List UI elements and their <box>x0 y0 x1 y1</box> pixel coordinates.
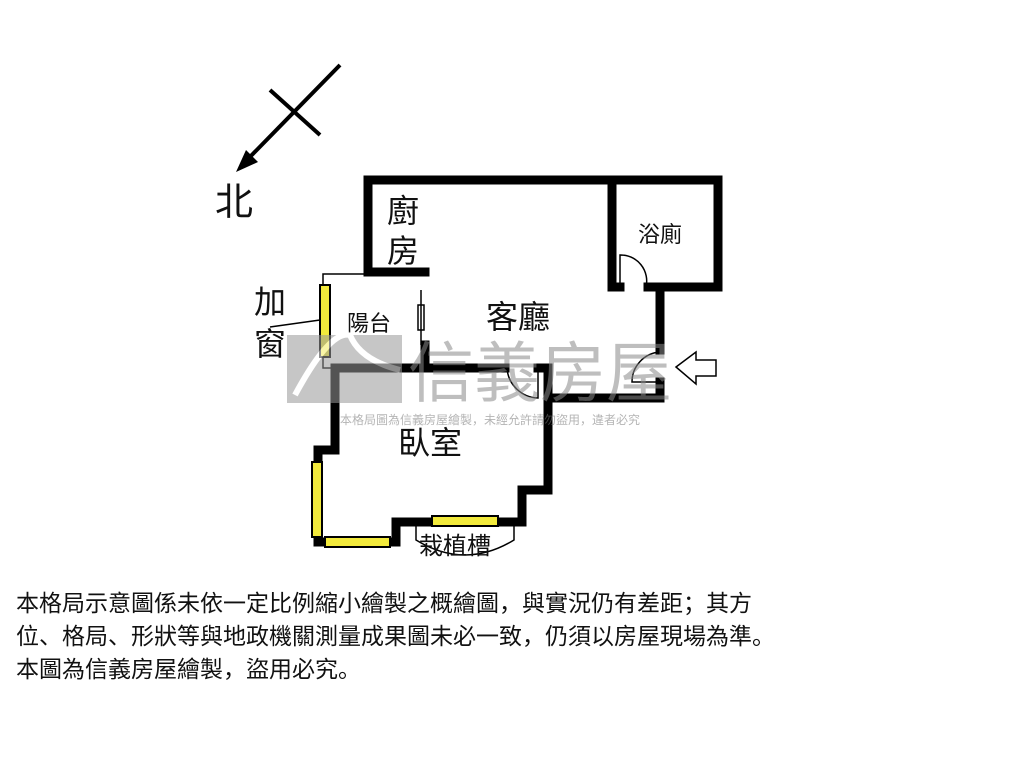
planter-outline <box>415 526 515 556</box>
compass-north-arrow-icon <box>236 63 342 172</box>
planter-label: 栽植槽 <box>419 532 491 560</box>
doors <box>506 254 661 399</box>
watermark-notice: 本格局圖為信義房屋繪製，未經允許請勿盜用，違者必究 <box>340 412 640 427</box>
entrance-arrow-icon <box>674 350 717 386</box>
entrance-door <box>631 351 661 383</box>
disclaimer-line: 本格局示意圖係未依一定比例縮小繪製之概繪圖，與實況仍有差距；其方 <box>16 591 752 617</box>
window-bedroom-bottom <box>324 536 391 548</box>
bathroom-door <box>619 254 648 288</box>
added-window-label-2: 窗 <box>254 325 286 363</box>
disclaimer-line: 本圖為信義房屋繪製，盜用必究。 <box>16 657 361 683</box>
disclaimer-line: 位、格局、形狀等與地政機關測量成果圖未必一致，仍須以房屋現場為準。 <box>16 624 775 650</box>
windows <box>311 284 499 548</box>
watermark-logo-text: 信義房屋 <box>408 335 672 412</box>
disclaimer: 本格局示意圖係未依一定比例縮小繪製之概繪圖，與實況仍有差距；其方 位、格局、形狀… <box>16 588 1016 687</box>
watermark-logo-mark <box>287 335 402 403</box>
bathroom-label: 浴廁 <box>638 223 682 248</box>
watermark: 信義房屋 本格局圖為信義房屋繪製，未經允許請勿盜用，違者必究 <box>287 331 672 427</box>
balcony-label: 陽台 <box>347 312 391 337</box>
walls <box>313 175 723 547</box>
kitchen-label-1: 廚 <box>387 192 419 230</box>
kitchen-label-2: 房 <box>387 232 419 270</box>
window-bedroom-left <box>311 461 323 538</box>
north-label: 北 <box>215 180 253 224</box>
living-room-label: 客廳 <box>486 298 550 336</box>
window-leader-line <box>269 319 321 328</box>
bedroom-door <box>506 367 539 399</box>
window-bay <box>431 515 499 527</box>
bedroom-label: 臥室 <box>398 424 462 462</box>
added-window-label-1: 加 <box>254 283 286 321</box>
